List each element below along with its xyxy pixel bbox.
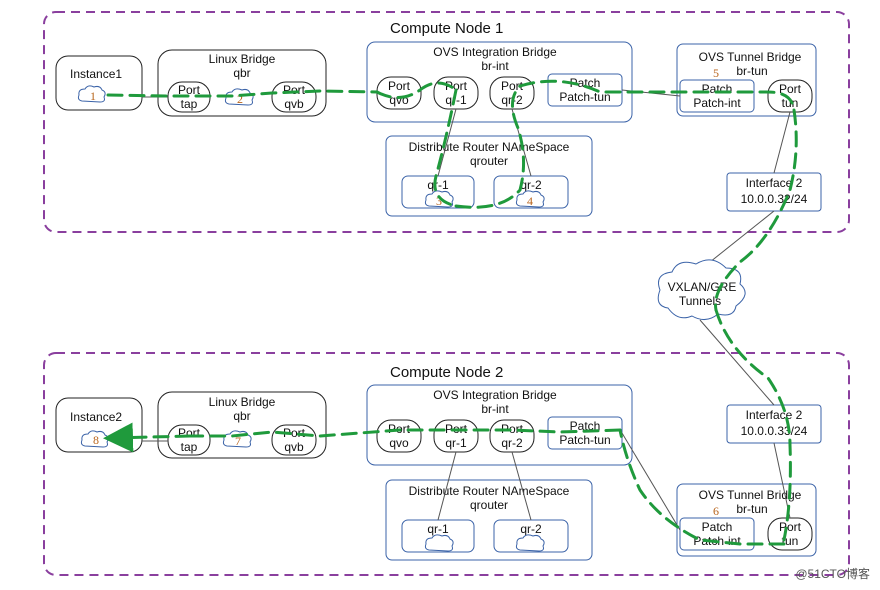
router-namespace-title: Distribute Router NAmeSpace: [409, 140, 570, 154]
router-qr2-label: qr-2: [520, 522, 542, 536]
watermark: @51CTO博客: [795, 566, 870, 581]
interface-ip: 10.0.0.33/24: [741, 424, 808, 438]
step-number-2: 2: [237, 92, 243, 106]
tunnel-cloud-icon: [657, 259, 746, 320]
patch-int-line2: Patch-int: [693, 96, 741, 110]
port-qr1-line2: qr-1: [445, 93, 467, 107]
port-qvb-line1: Port: [283, 426, 306, 440]
step-number-6: 6: [713, 504, 719, 518]
patch-int-line1: Patch: [702, 520, 733, 534]
interface-title: Interface 2: [746, 408, 803, 422]
port-qvb-line1: Port: [283, 83, 306, 97]
step-number-7: 7: [235, 434, 241, 448]
tunnel-label-line1: VXLAN/GRE: [668, 280, 737, 294]
compute-node-2-frame: [43, 352, 850, 576]
port-qvo-line1: Port: [388, 79, 411, 93]
router-qr2-label: qr-2: [520, 178, 542, 192]
interface-ip: 10.0.0.32/24: [741, 192, 808, 206]
instance1-label: Instance1: [70, 67, 122, 81]
patch-int: [679, 517, 755, 551]
port-tap-line2: tap: [181, 97, 198, 111]
port-tun-line2: tun: [782, 96, 799, 110]
port-tun-line1: Port: [779, 520, 802, 534]
port-tap: [167, 424, 211, 456]
step-number-8: 8: [93, 433, 99, 447]
port-qvo: [376, 419, 422, 453]
port-tap-line1: Port: [178, 83, 201, 97]
compute-node-2-title: Compute Node 2: [390, 364, 503, 381]
tunnel-label-line2: Tunnels: [679, 294, 721, 308]
cloud-icon: [515, 534, 545, 552]
cloud-icon: [224, 88, 254, 106]
ovs-tunnel-bridge-name: br-tun: [736, 64, 767, 78]
ovs-integration-bridge-name: br-int: [481, 402, 509, 416]
port-qvb-line2: qvb: [284, 440, 304, 454]
port-qvb-line2: qvb: [284, 97, 304, 111]
step-number-4: 4: [527, 194, 533, 208]
patch-tun-line2: Patch-tun: [559, 433, 610, 447]
port-qvb: [271, 81, 317, 113]
router-qr1-label: qr-1: [427, 178, 449, 192]
ovs-tunnel-bridge-title: OVS Tunnel Bridge: [699, 488, 802, 502]
patch-tun-line2: Patch-tun: [559, 90, 610, 104]
node2-connectors: [142, 319, 791, 531]
linux-bridge-title: Linux Bridge: [209, 52, 276, 66]
traffic-path: [103, 79, 798, 546]
port-tap-line2: tap: [181, 440, 198, 454]
step-number-1: 1: [90, 89, 96, 103]
compute-node-1-title: Compute Node 1: [390, 20, 503, 37]
patch-tun-line1: Patch: [570, 76, 601, 90]
ovs-tunnel-bridge-title: OVS Tunnel Bridge: [699, 50, 802, 64]
router-namespace-title: Distribute Router NAmeSpace: [409, 484, 570, 498]
patch-int-line1: Patch: [702, 82, 733, 96]
cloud-icon: [77, 85, 106, 103]
ovs-integration-bridge-title: OVS Integration Bridge: [433, 388, 557, 402]
ovs-integration-bridge-title: OVS Integration Bridge: [433, 45, 557, 59]
step-number-5: 5: [713, 66, 719, 80]
router-namespace-name: qrouter: [470, 498, 508, 512]
cloud-icon: [515, 190, 545, 208]
port-tap-line1: Port: [178, 426, 201, 440]
port-qr1-line1: Port: [445, 79, 468, 93]
port-qr2-line1: Port: [501, 79, 524, 93]
interface-title: Interface 2: [746, 176, 803, 190]
linux-bridge-name: qbr: [233, 66, 250, 80]
port-qr2-line2: qr-2: [501, 436, 523, 450]
port-qvo-line2: qvo: [389, 436, 409, 450]
ovs-tunnel-bridge-name: br-tun: [736, 502, 767, 516]
port-tun-line1: Port: [779, 82, 802, 96]
step-number-3: 3: [436, 194, 442, 208]
compute-node-1-frame: [43, 11, 850, 233]
ovs-integration-bridge-name: br-int: [481, 59, 509, 73]
instance2-label: Instance2: [70, 410, 122, 424]
port-qr2-line1: Port: [501, 422, 524, 436]
router-qr1-label: qr-1: [427, 522, 449, 536]
router-namespace-name: qrouter: [470, 154, 508, 168]
cloud-icon: [424, 534, 454, 552]
port-qr1-line2: qr-1: [445, 436, 467, 450]
linux-bridge-name: qbr: [233, 409, 250, 423]
linux-bridge-title: Linux Bridge: [209, 395, 276, 409]
